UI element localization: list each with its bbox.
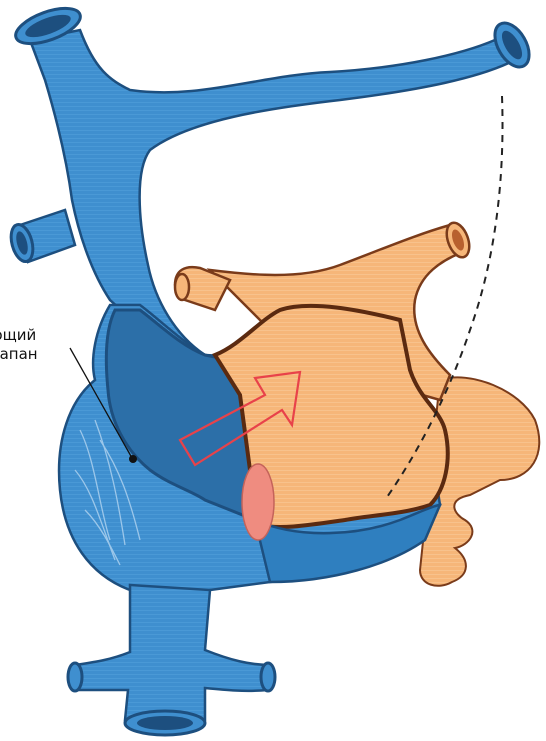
inferior-bottom-lumen bbox=[137, 716, 193, 730]
inferior-left-opening bbox=[68, 663, 82, 691]
inferior-right-opening bbox=[261, 663, 275, 691]
leader-dot bbox=[129, 455, 137, 463]
pink-oval bbox=[242, 464, 274, 540]
inferior-vein bbox=[75, 585, 270, 720]
valve-label-line-1: ющий bbox=[0, 326, 36, 344]
valve-label-line-2: лапан bbox=[0, 345, 38, 363]
orange-tube-opening bbox=[175, 274, 189, 300]
